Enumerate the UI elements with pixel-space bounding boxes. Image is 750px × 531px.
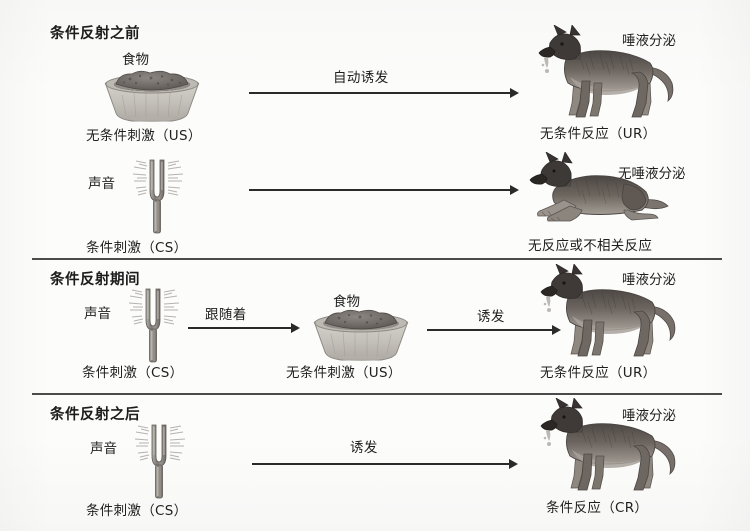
dog-standing-salivating-icon [536,24,678,121]
arrow-cs-to-no-response [249,184,519,196]
arrow-label-followed-by: 跟随着 [205,307,247,323]
tuning-fork-icon [122,288,186,364]
stimulus-label-sound-after: 声音 [90,441,117,457]
arrow-cs-to-cr [252,458,518,470]
stimulus-caption-us-during: 无条件刺激（US） [286,365,402,381]
response-caption-ur-during: 无条件反应（UR） [540,365,657,381]
food-bowl-icon [96,69,208,123]
stimulus-caption-cs-during: 条件刺激（CS） [82,365,184,381]
stimulus-caption-cs-row2: 条件刺激（CS） [86,240,188,256]
dog-standing-salivating-icon [538,263,680,360]
dog-standing-salivating-icon [538,397,680,494]
section-heading-after: 条件反射之后 [50,407,140,423]
section-heading-during: 条件反射期间 [50,272,140,288]
tuning-fork-icon [126,159,190,235]
arrow-cs-to-us [188,322,300,334]
stimulus-caption-us: 无条件刺激（US） [86,128,202,144]
response-label-salivation-during: 唾液分泌 [622,272,676,288]
response-label-salivation: 唾液分泌 [622,33,676,49]
arrow-label-elicits-during: 诱发 [477,309,505,325]
arrow-label-auto-elicit: 自动诱发 [333,70,389,86]
section-heading-before: 条件反射之前 [50,26,140,42]
section-divider-1 [32,258,722,260]
arrow-label-elicits-after: 诱发 [350,440,378,456]
response-caption-ur: 无条件反应（UR） [540,126,657,142]
stimulus-label-food-during: 食物 [333,294,360,310]
food-bowl-icon [305,308,417,362]
arrow-us-to-ur [249,87,519,99]
arrow-us-to-ur-during [427,324,561,336]
stimulus-caption-cs-after: 条件刺激（CS） [86,503,188,519]
response-caption-no-response: 无反应或不相关反应 [528,238,653,254]
tuning-fork-icon [128,424,192,500]
response-caption-cr: 条件反应（CR） [546,500,649,516]
stimulus-label-food: 食物 [122,52,149,68]
response-label-no-salivation: 无唾液分泌 [618,166,686,182]
dog-lying-icon [524,151,672,232]
stimulus-label-sound-row2: 声音 [88,176,115,192]
section-divider-2 [32,393,722,395]
response-label-salivation-after: 唾液分泌 [622,408,676,424]
stimulus-label-sound-during: 声音 [84,306,111,322]
